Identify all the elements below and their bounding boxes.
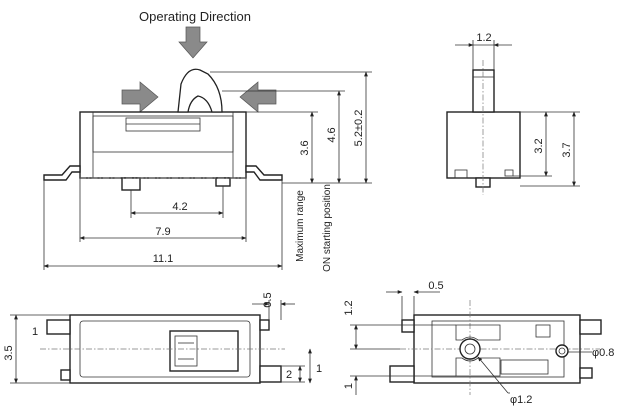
dim-1-2-side: 1.2 bbox=[476, 32, 491, 44]
terminal-top-left-lower bbox=[60, 369, 71, 381]
slot-upper-bottom bbox=[455, 324, 501, 341]
boss-small-bottom bbox=[555, 344, 569, 358]
terminal-bottom-right-lower bbox=[579, 367, 593, 379]
terminal-right-front bbox=[245, 165, 283, 181]
slider-knob-top bbox=[174, 335, 198, 367]
dim-1-2-bottom: 1.2 bbox=[343, 300, 355, 315]
boss-large-bottom bbox=[459, 338, 481, 360]
actuator-lever bbox=[177, 68, 223, 113]
terminal-top-right-upper bbox=[259, 319, 270, 331]
label-maximum-range: Maximum range bbox=[295, 190, 306, 262]
dim-4-2: 4.2 bbox=[172, 201, 187, 213]
terminal-bottom-left-lower bbox=[389, 365, 415, 383]
boss-right-front bbox=[215, 177, 231, 187]
top-view: 3.5 1 0.5 2 1 bbox=[3, 292, 322, 384]
bottom-view: 0.5 1.2 1 φ0.8 φ1.2 bbox=[343, 280, 614, 406]
terminal-left-front bbox=[43, 165, 81, 181]
left-arrow-icon bbox=[239, 81, 277, 113]
terminal-top-right-lower bbox=[259, 365, 282, 383]
actuator-side bbox=[472, 69, 495, 113]
side-view: 1.2 3.2 3.7 bbox=[446, 32, 580, 195]
operating-direction-label: Operating Direction bbox=[139, 9, 251, 24]
down-arrow-icon bbox=[178, 26, 208, 59]
boss-left-front bbox=[121, 177, 141, 191]
dim-4-6: 4.6 bbox=[326, 127, 338, 142]
terminal-bottom-left-upper bbox=[401, 319, 415, 333]
dim-3-7: 3.7 bbox=[561, 142, 573, 157]
right-arrow-icon bbox=[121, 81, 159, 113]
dim-2-top: 2 bbox=[286, 369, 292, 381]
dim-3-2: 3.2 bbox=[533, 138, 545, 153]
terminal-bottom-right-upper bbox=[579, 319, 602, 335]
dim-0-5-top: 0.5 bbox=[262, 292, 274, 307]
dim-3-5: 3.5 bbox=[3, 345, 15, 360]
slider-top bbox=[169, 330, 239, 372]
dim-1-bottom: 1 bbox=[343, 383, 355, 389]
dim-phi-1-2: φ1.2 bbox=[510, 394, 532, 406]
slot-right-lower-bottom bbox=[500, 359, 549, 375]
front-view: Operating Direction 4.2 7.9 11.1 bbox=[43, 9, 372, 272]
slider-window-front bbox=[125, 117, 201, 132]
notch-right-side bbox=[504, 169, 514, 177]
dim-7-9: 7.9 bbox=[155, 226, 170, 238]
switch-body-side bbox=[446, 111, 521, 179]
slot-lower-bottom bbox=[455, 357, 501, 377]
dim-0-5-bottom: 0.5 bbox=[428, 280, 443, 292]
slot-right-upper-bottom bbox=[535, 324, 551, 338]
dim-11-1: 11.1 bbox=[153, 253, 174, 265]
notch-left-side bbox=[454, 169, 468, 179]
dim-5-2: 5.2±0.2 bbox=[353, 110, 365, 147]
dim-3-6: 3.6 bbox=[299, 140, 311, 155]
dim-phi-0-8: φ0.8 bbox=[592, 347, 614, 359]
dim-1-top: 1 bbox=[32, 326, 38, 338]
switch-body-front bbox=[79, 111, 247, 179]
dim-1b-top: 1 bbox=[316, 363, 322, 375]
label-on-starting-position: ON starting position bbox=[322, 184, 333, 272]
terminal-top-left-upper bbox=[46, 319, 71, 335]
